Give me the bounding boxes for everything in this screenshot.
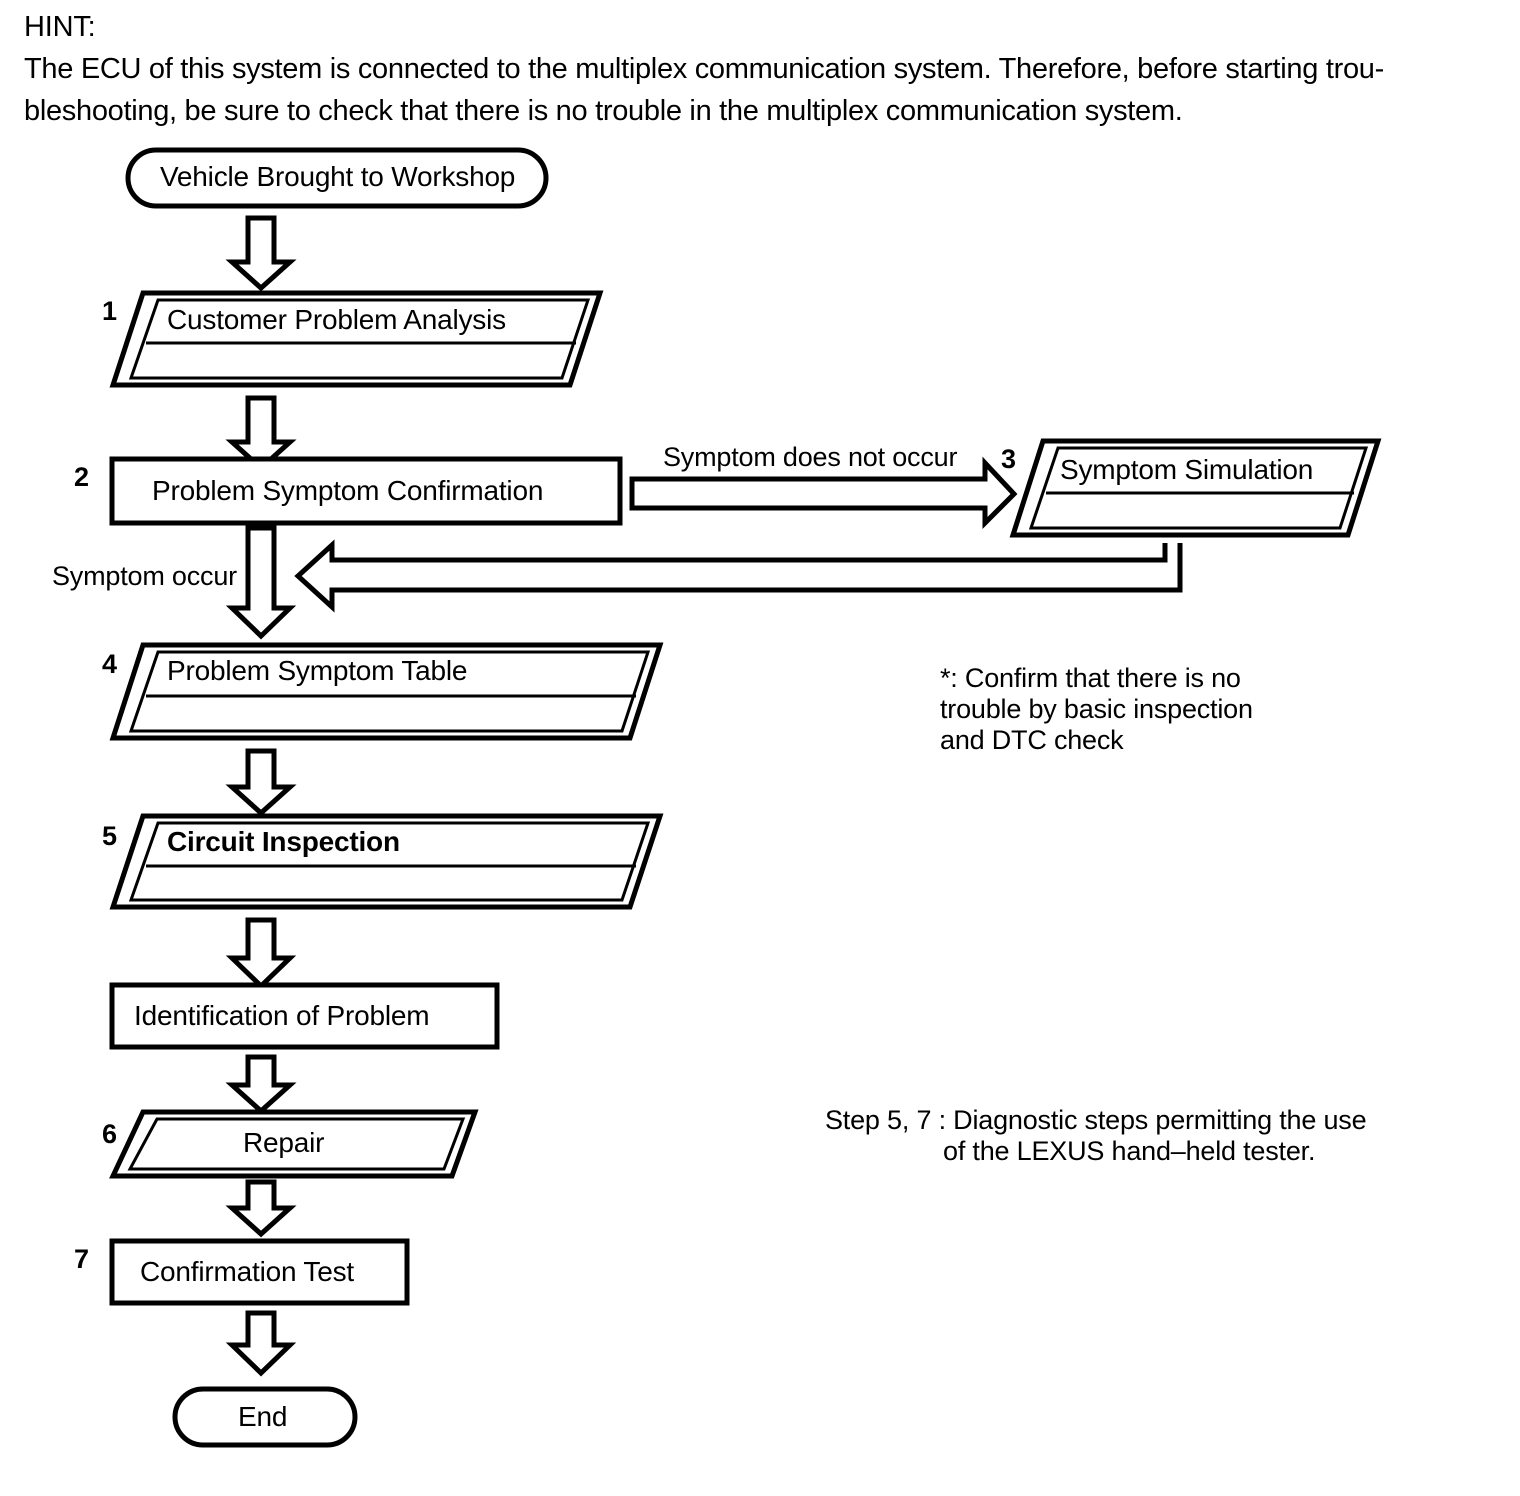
start-node-label: Vehicle Brought to Workshop [160, 161, 516, 192]
step-number-2: 2 [74, 462, 90, 492]
arrow-identification-to-6 [225, 1054, 297, 1115]
edge-label-symptom-does-not-occur: Symptom does not occur [663, 442, 958, 472]
arrow-symptom-occur [225, 525, 297, 640]
arrow-return-loop [294, 539, 1183, 613]
edge-label-symptom-occur: Symptom occur [52, 561, 237, 591]
hint-label: HINT: [24, 11, 96, 43]
asterisk-note-line-1: *: Confirm that there is no [940, 663, 1241, 693]
step-number-5: 5 [102, 821, 118, 851]
node-3-inner-shape [1028, 446, 1369, 530]
node-2-shape [109, 456, 623, 526]
arrow-4-to-5 [225, 748, 297, 817]
node-5-inner-shape [128, 821, 651, 902]
node-5-label: Circuit Inspection [167, 826, 400, 857]
step-number-6: 6 [102, 1119, 118, 1149]
node-4-label: Problem Symptom Table [167, 655, 468, 686]
node-7-label: Confirmation Test [140, 1256, 354, 1287]
node-6-label: Repair [243, 1127, 325, 1158]
asterisk-note-line-2: trouble by basic inspection [940, 694, 1253, 724]
asterisk-note: *: Confirm that there is no trouble by b… [940, 663, 1253, 756]
arrow-symptom-does-not-occur [629, 456, 1018, 530]
arrow-5-to-identification [225, 917, 297, 990]
node-7-shape [109, 1238, 410, 1306]
hint-line-1: The ECU of this system is connected to t… [24, 53, 1384, 85]
arrow-6-to-7 [225, 1179, 297, 1238]
steps-note-line-1: Step 5, 7 : Diagnostic steps permitting … [825, 1105, 1367, 1135]
node-identification-shape [109, 982, 500, 1050]
hint-block: HINT: The ECU of this system is connecte… [24, 6, 1494, 132]
steps-note: Step 5, 7 : Diagnostic steps permitting … [825, 1105, 1367, 1167]
node-1-inner-shape [128, 298, 591, 380]
arrow-7-to-end [225, 1310, 297, 1377]
asterisk-note-line-3: and DTC check [940, 725, 1124, 755]
node-3-label: Symptom Simulation [1060, 454, 1314, 485]
step-number-1: 1 [102, 296, 118, 326]
end-node-shape [172, 1386, 358, 1448]
end-node-label: End [238, 1401, 288, 1432]
step-number-7: 7 [74, 1244, 90, 1274]
node-2-label: Problem Symptom Confirmation [152, 475, 544, 506]
node-identification-label: Identification of Problem [134, 1000, 430, 1031]
steps-note-line-2: of the LEXUS hand–held tester. [943, 1136, 1316, 1166]
arrow-1-to-2 [225, 395, 297, 472]
node-4-inner-shape [128, 650, 651, 733]
arrow-start-to-1 [225, 215, 297, 292]
step-number-3: 3 [1001, 444, 1017, 474]
node-6-inner-shape [127, 1117, 466, 1171]
node-1-label: Customer Problem Analysis [167, 304, 506, 335]
start-node-shape [125, 147, 549, 209]
hint-line-2: bleshooting, be sure to check that there… [24, 95, 1183, 127]
step-number-4: 4 [102, 649, 118, 679]
